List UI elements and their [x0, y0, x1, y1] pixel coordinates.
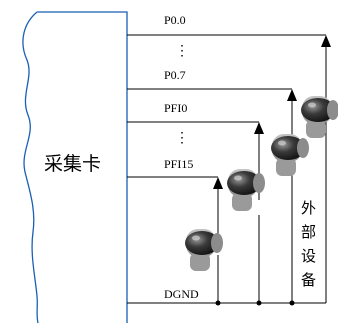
switch-p0-7-icon	[271, 134, 309, 176]
external-device-char-3: 设	[301, 247, 316, 265]
junction-pfi0	[256, 300, 262, 306]
pin-label-p0-7: P0.7	[164, 68, 186, 82]
external-device-char-4: 备	[301, 271, 316, 289]
card-outline	[22, 11, 128, 323]
switch-pfi15-icon	[185, 229, 223, 271]
pin-label-p0-0: P0.0	[164, 13, 186, 27]
external-device-char-2: 部	[301, 223, 316, 241]
arrow-pfi0	[254, 122, 264, 134]
junction-p0-7	[289, 300, 295, 306]
ellipsis-pfi: ⋮	[175, 131, 189, 146]
switch-pfi0-icon	[227, 169, 265, 211]
ellipsis-p0: ⋮	[175, 44, 189, 59]
pin-label-pfi15: PFI15	[164, 157, 193, 171]
switch-p0-0-icon	[301, 96, 338, 138]
external-device-char-1: 外	[301, 199, 316, 217]
pin-label-dgnd: DGND	[164, 287, 199, 301]
arrow-pfi15	[213, 177, 223, 189]
card-label: 采集卡	[44, 153, 101, 175]
arrow-p0-7	[287, 89, 297, 101]
arrow-p0-0	[321, 35, 331, 47]
pin-label-pfi0: PFI0	[164, 101, 187, 115]
junction-pfi15	[215, 300, 221, 306]
